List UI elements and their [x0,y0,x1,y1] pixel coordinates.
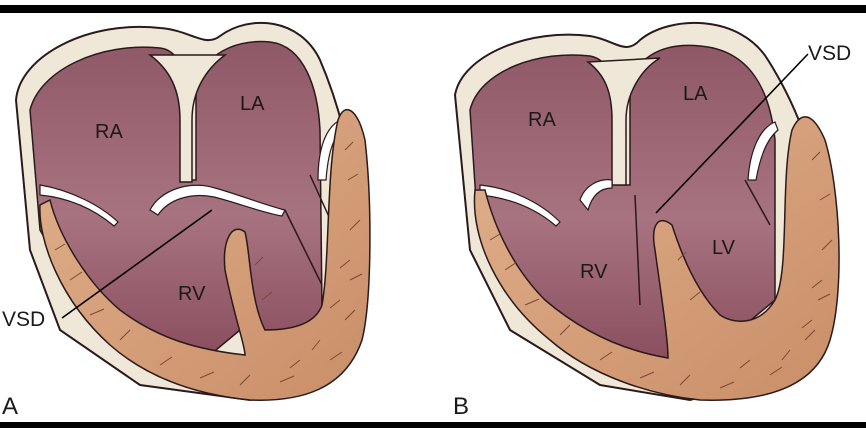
panel-b-label-rv: RV [580,261,608,283]
panel-b-label-la: LA [683,83,708,105]
bottom-rule [0,422,866,428]
panel-b-label-lv: LV [712,237,736,259]
panel-a-heart: RA LA RV VSD A [2,23,370,420]
panel-b-heart: RA LA RV LV VSD B [453,23,851,420]
panel-b-label-vsd: VSD [808,42,851,65]
panel-b-letter: B [453,393,469,420]
panel-a-label-vsd: VSD [2,308,45,331]
panel-a-letter: A [2,393,18,420]
panel-b-label-ra: RA [528,109,556,131]
top-rule [0,5,866,13]
panel-a-label-rv: RV [178,283,206,305]
panel-a-label-ra: RA [95,121,123,143]
panel-a-label-la: LA [240,93,265,115]
